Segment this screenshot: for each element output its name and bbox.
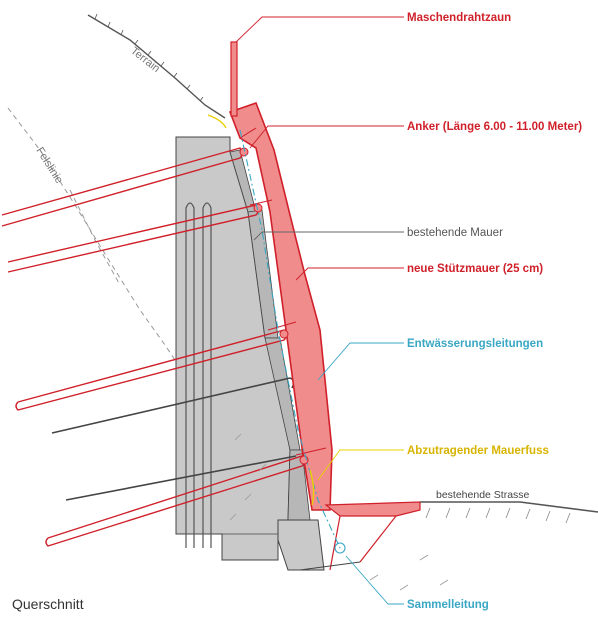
existing-wall-rebar: [185, 202, 212, 548]
label-anchor: Anker (Länge 6.00 - 11.00 Meter): [407, 121, 582, 133]
drainage-line: [239, 129, 341, 549]
caption: Querschnitt: [12, 596, 84, 612]
label-new-wall: neue Stützmauer (25 cm): [407, 263, 543, 275]
rock-line-label: Felslinie: [33, 145, 65, 186]
road-surface: [420, 501, 598, 524]
existing-wall: [175, 136, 325, 571]
label-fence: Maschendrahtzaun: [407, 12, 511, 24]
new-retaining-wall: [228, 101, 333, 511]
ground-hatch: [229, 433, 449, 591]
label-collector: Sammelleitung: [407, 599, 489, 611]
label-existing-wall: bestehende Mauer: [407, 227, 503, 239]
leader-lines: [235, 16, 404, 605]
fence-post: [230, 41, 238, 117]
rock-line: [7, 107, 186, 376]
label-wall-foot: Abzutragender Mauerfuss: [407, 445, 549, 457]
terrain-label: Terrain: [128, 45, 162, 75]
terrain-line: [87, 13, 226, 119]
label-road: bestehende Strasse: [436, 489, 530, 501]
road-structure: [299, 501, 421, 571]
collector-pipe: [334, 542, 346, 554]
wall-foot-marker: [207, 114, 315, 506]
label-drainage: Entwässerungsleitungen: [407, 338, 543, 350]
